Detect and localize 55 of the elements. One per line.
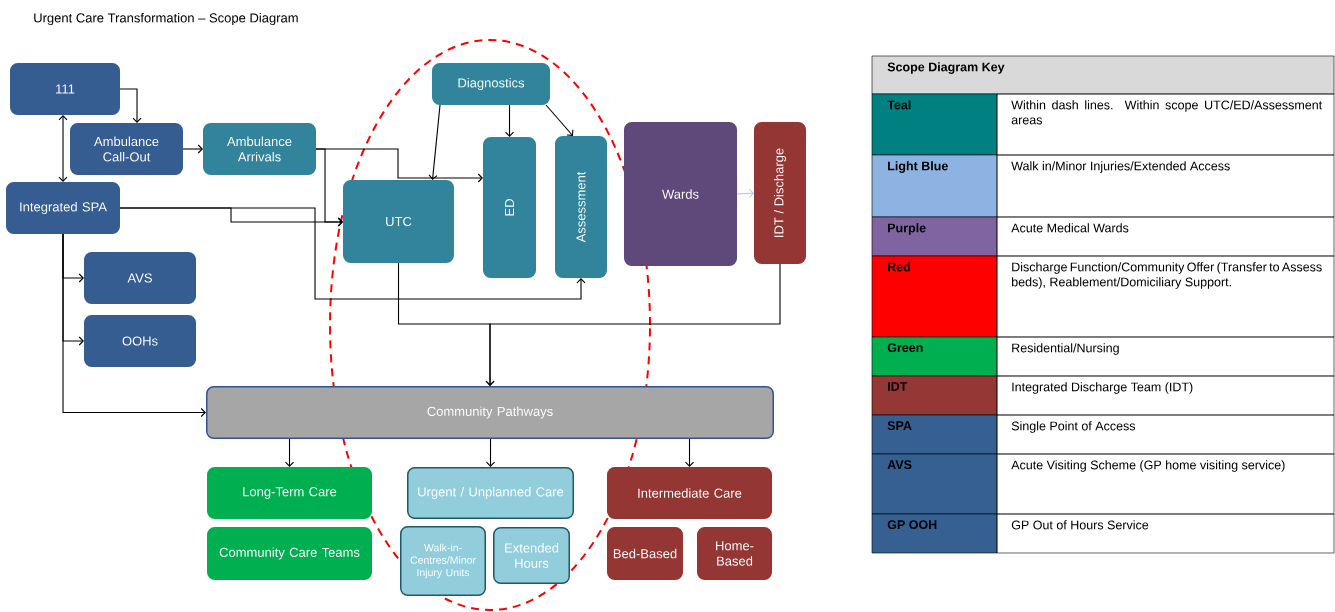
- process-box: IDT / Discharge: [754, 122, 806, 264]
- table-cell: Teal: [871, 93, 998, 156]
- process-box: AVS: [84, 252, 196, 304]
- table-cell: Within dash lines. Within scope UTC/ED/Assessment areas: [996, 93, 1335, 156]
- arrow: [119, 88, 142, 123]
- process-box: Home-Based: [697, 527, 772, 580]
- arrow: [182, 144, 203, 154]
- table-cell: GP OOH: [871, 513, 998, 554]
- table-cell: Discharge Function/Community Offer (Transfer to Assess beds), Reablement/Domiciliary Support.: [996, 255, 1335, 338]
- table-cell: Purple: [871, 216, 998, 257]
- table-cell: Green: [871, 336, 998, 377]
- arrow: [504, 104, 515, 137]
- process-box: Intermediate Care: [607, 467, 772, 519]
- process-box: Extended Hours: [493, 527, 570, 584]
- arrow: [119, 207, 586, 300]
- arrow: [58, 115, 68, 182]
- process-box: Bed-Based: [607, 527, 683, 580]
- table-cell: SPA: [871, 414, 998, 455]
- table-cell: Residential/Nursing: [996, 336, 1335, 377]
- title: Urgent Care Transformation – Scope Diagram: [34, 12, 298, 26]
- table-cell: Light Blue: [871, 154, 998, 218]
- table-header: Scope Diagram Key: [871, 55, 1335, 95]
- process-box: Assessment: [555, 136, 607, 278]
- arrow: [284, 438, 295, 467]
- process-box: UTC: [343, 180, 454, 263]
- arrow: [485, 438, 496, 467]
- process-band: Community Pathways: [206, 386, 774, 439]
- table-cell: Single Point of Access: [996, 414, 1335, 455]
- process-box: Ambulance Call-Out: [70, 123, 183, 175]
- process-box: Long-Term Care: [207, 467, 372, 519]
- arrow: [62, 233, 206, 418]
- arrow: [428, 104, 441, 180]
- arrow: [485, 263, 781, 386]
- process-box: Ambulance Arrivals: [203, 123, 316, 175]
- arrow: [684, 438, 695, 467]
- table-cell: GP Out of Hours Service: [996, 513, 1335, 554]
- process-box: ED: [483, 137, 536, 278]
- process-box: Integrated SPA: [6, 182, 120, 234]
- table-cell: Acute Visiting Scheme (GP home visiting service): [996, 453, 1335, 515]
- process-box: Walk-in-Centres/Minor Injury Units: [400, 526, 486, 596]
- process-box: Urgent / Unplanned Care: [407, 467, 574, 519]
- arrow: [736, 188, 754, 198]
- process-box: OOHs: [84, 315, 196, 367]
- table-cell: IDT: [871, 375, 998, 416]
- table-cell: Walk in/Minor Injuries/Extended Access: [996, 154, 1335, 218]
- process-box: Wards: [624, 122, 737, 266]
- table-cell: Acute Medical Wards: [996, 216, 1335, 257]
- table-cell: Red: [871, 255, 998, 338]
- arrow: [545, 104, 574, 136]
- process-box: 111: [10, 63, 120, 115]
- table-cell: AVS: [871, 453, 998, 515]
- process-box: Community Care Teams: [207, 527, 372, 580]
- arrow: [315, 148, 483, 183]
- process-box: Diagnostics: [432, 63, 550, 105]
- table-cell: Integrated Discharge Team (IDT): [996, 375, 1335, 416]
